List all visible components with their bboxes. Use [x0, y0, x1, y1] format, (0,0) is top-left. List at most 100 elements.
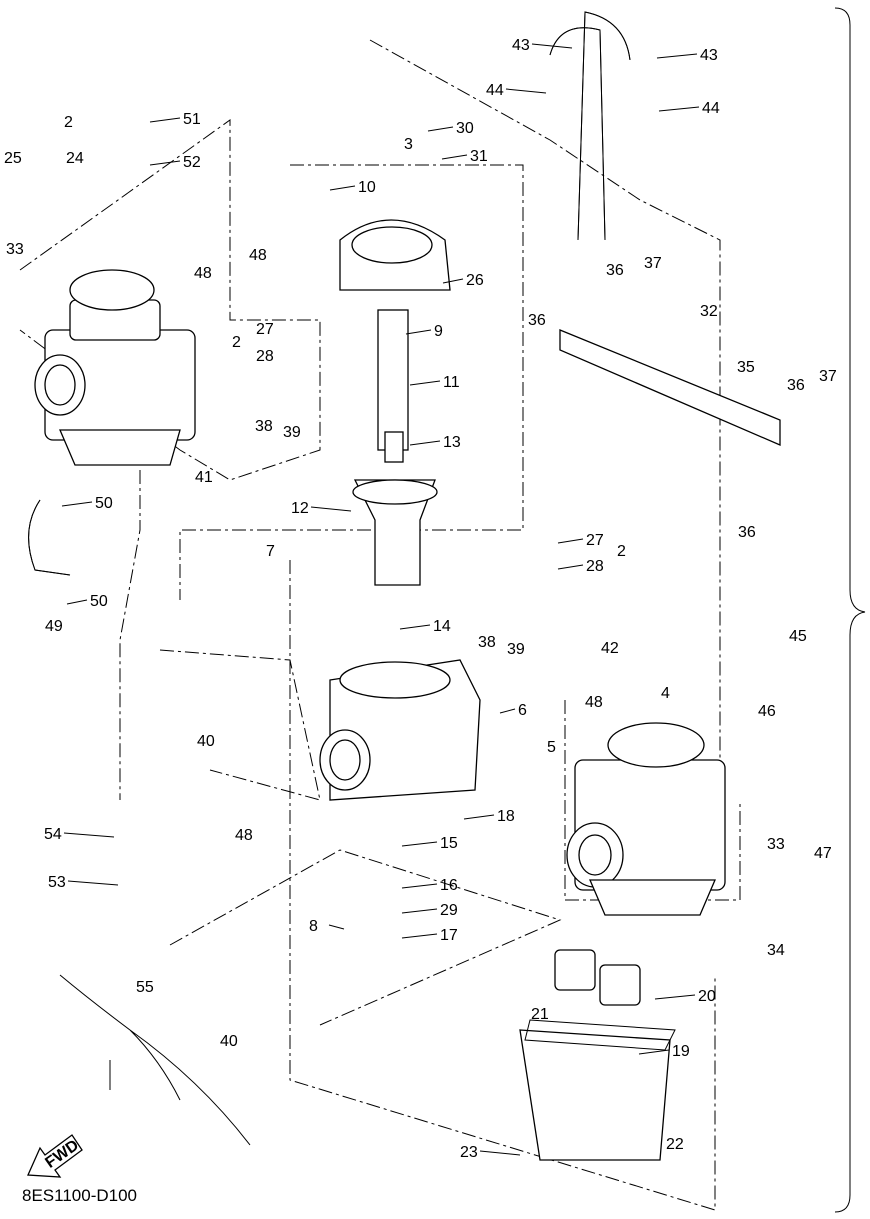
leader-line: [654, 994, 696, 1000]
callout-39: 39: [507, 641, 525, 658]
callout-50: 50: [90, 593, 108, 610]
leader-line: [658, 106, 700, 112]
callout-27: 27: [256, 321, 274, 338]
callout-50: 50: [95, 495, 113, 512]
leader-line: [405, 329, 432, 335]
group-outline-linkage: [369, 39, 721, 780]
leader-line: [499, 708, 516, 714]
callout-45: 45: [789, 628, 807, 645]
callout-9: 9: [434, 323, 443, 340]
leader-line: [505, 88, 547, 94]
callout-39: 39: [283, 424, 301, 441]
float-bowl: [519, 949, 676, 1161]
callout-11: 11: [443, 374, 460, 391]
leader-line: [441, 154, 468, 160]
callout-12: 12: [291, 500, 309, 517]
leader-line: [67, 880, 119, 886]
diagram-code: 8ES1100-D100: [22, 1186, 137, 1205]
leader-line: [61, 501, 93, 507]
callout-37: 37: [644, 255, 662, 272]
callout-28: 28: [586, 558, 604, 575]
callout-2: 2: [617, 543, 626, 560]
leader-line: [401, 908, 438, 914]
leader-line: [399, 624, 431, 630]
leader-line: [409, 440, 441, 446]
callout-47: 47: [814, 845, 832, 862]
leader-line: [557, 564, 584, 570]
leader-line: [531, 43, 573, 49]
callout-31: 31: [470, 148, 488, 165]
carburetor-center: [319, 219, 481, 801]
callout-36: 36: [528, 312, 546, 329]
leader-line: [427, 126, 454, 132]
callout-42: 42: [601, 640, 619, 657]
callout-48: 48: [249, 247, 267, 264]
callout-44: 44: [702, 100, 720, 117]
group-outline-pipe: [159, 649, 321, 801]
callout-2: 2: [64, 114, 73, 131]
callout-8: 8: [309, 918, 318, 935]
callout-25: 25: [4, 150, 22, 167]
callout-49: 49: [45, 618, 63, 635]
wire-harness: [59, 974, 251, 1146]
callout-43: 43: [700, 47, 718, 64]
leader-line: [463, 814, 495, 820]
callout-41: 41: [195, 469, 213, 486]
callout-30: 30: [456, 120, 474, 137]
callout-7: 7: [266, 543, 275, 560]
carburetor-left: [34, 269, 196, 466]
callout-18: 18: [497, 808, 515, 825]
group-bracket: [834, 7, 866, 1213]
leader-line: [479, 1150, 521, 1156]
group-outline-harness: [119, 470, 141, 800]
callout-40: 40: [197, 733, 215, 750]
callout-38: 38: [255, 418, 273, 435]
callout-17: 17: [440, 927, 458, 944]
callout-54: 54: [44, 826, 62, 843]
callout-40: 40: [220, 1033, 238, 1050]
callout-4: 4: [661, 685, 670, 702]
callout-36: 36: [606, 262, 624, 279]
carburetor-right: [566, 722, 726, 916]
leader-line: [656, 53, 698, 59]
leader-line: [638, 1049, 670, 1055]
callout-48: 48: [194, 265, 212, 282]
linkage-plate: [559, 329, 781, 446]
group-outline-top: [179, 164, 524, 600]
callout-26: 26: [466, 272, 484, 289]
callout-38: 38: [478, 634, 496, 651]
callout-33: 33: [6, 241, 24, 258]
callout-43: 43: [512, 37, 530, 54]
group-outline-left-carb: [19, 119, 321, 481]
leader-line: [401, 883, 438, 889]
callout-35: 35: [737, 359, 755, 376]
leader-line: [557, 538, 584, 544]
group-outline-lower: [169, 849, 562, 1026]
leader-line: [442, 278, 464, 284]
callout-29: 29: [440, 902, 458, 919]
callout-22: 22: [666, 1136, 684, 1153]
leader-line: [66, 599, 88, 605]
callout-34: 34: [767, 942, 785, 959]
callout-48: 48: [235, 827, 253, 844]
leader-line: [328, 924, 345, 930]
callout-13: 13: [443, 434, 461, 451]
callout-37: 37: [819, 368, 837, 385]
callout-28: 28: [256, 348, 274, 365]
callout-15: 15: [440, 835, 458, 852]
callout-16: 16: [440, 877, 458, 894]
callout-23: 23: [460, 1144, 478, 1161]
callout-19: 19: [672, 1043, 690, 1060]
callout-55: 55: [136, 979, 154, 996]
leader-line: [63, 832, 115, 838]
leader-line: [409, 380, 441, 386]
callout-21: 21: [531, 1006, 549, 1023]
fwd-arrow-icon: FWD: [27, 1134, 83, 1178]
callout-14: 14: [433, 618, 451, 635]
callout-33: 33: [767, 836, 785, 853]
callout-6: 6: [518, 702, 527, 719]
callout-2: 2: [232, 334, 241, 351]
callout-20: 20: [698, 988, 716, 1005]
